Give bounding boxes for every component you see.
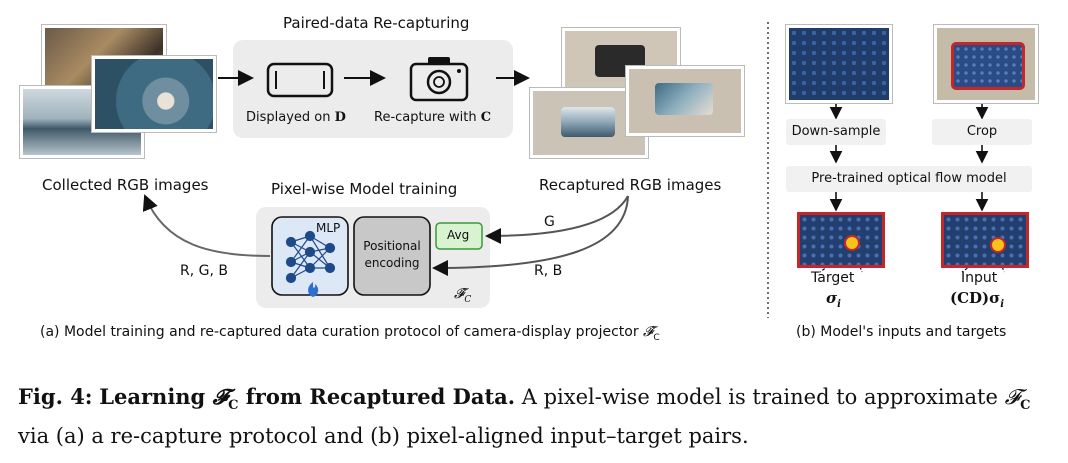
camera-icon (409, 57, 469, 102)
mlp-network-icon (285, 230, 336, 284)
sigma-target: σ (826, 289, 838, 307)
collected-images-label: Collected RGB images (42, 176, 209, 194)
cd-sigma: (CD)σ (950, 289, 1001, 307)
downsample-box: Down-sample (786, 119, 886, 145)
caption-sub: C (1020, 398, 1031, 414)
displayed-on-label: Displayed on D (246, 110, 346, 125)
arrow-rb-label: R, B (534, 263, 563, 279)
input-highlight-dot (990, 237, 1006, 253)
fc-symbol: 𝓕̂ (454, 286, 465, 302)
fig-title-pre: Learning (99, 384, 213, 409)
fig-label: Fig. 4: (18, 384, 93, 409)
target-symbol: σi (826, 289, 841, 310)
arrow-rb (432, 195, 629, 276)
symbol-d: D (334, 110, 346, 125)
flame-icon (308, 282, 319, 297)
input-image (941, 212, 1029, 268)
sigma-target-sub: i (837, 299, 841, 310)
phone-screen (655, 83, 713, 115)
crop-box: Crop (932, 119, 1032, 145)
recaptured-photo-3 (626, 66, 744, 136)
fig-title: Learning 𝓕C from Recaptured Data. (99, 384, 516, 413)
caption-text-2: via (a) a re-capture protocol and (b) pi… (18, 424, 749, 449)
target-label: Target (811, 270, 855, 286)
avg-box (435, 222, 483, 250)
panel-a-caption: (a) Model training and re-captured data … (40, 324, 660, 343)
panel-a-caption-text: (a) Model training and re-captured data … (40, 324, 644, 340)
recaptured-images-label: Recaptured RGB images (539, 176, 722, 194)
fig-title-symbol: 𝓕 (212, 384, 229, 409)
arrow-rgb-back (142, 194, 271, 257)
input-symbol: (CD)σi (950, 289, 1004, 310)
phone-screen (951, 42, 1025, 90)
fc-subscript: C (464, 294, 472, 305)
mlp-label: MLP (316, 221, 341, 235)
recaptured-photo-2 (530, 88, 648, 158)
avg-label: Avg (447, 228, 470, 242)
displayed-text: Displayed on (246, 110, 335, 125)
flow-model-box: Pre-trained optical flow model (786, 166, 1032, 192)
posenc-label: Positional encoding (363, 239, 421, 270)
training-title: Pixel-wise Model training (271, 180, 458, 198)
posenc-box (353, 216, 431, 296)
recapture-title: Paired-data Re-capturing (283, 14, 470, 32)
target-image (797, 212, 885, 268)
fig-title-post: from Recaptured Data. (238, 384, 516, 409)
caption-fc-symbol: 𝓕̂ (643, 324, 654, 340)
arrow-rgb-label: R, G, B (180, 263, 228, 279)
fc-label: 𝓕̂C (454, 286, 471, 305)
fig-title-sub: C (228, 398, 239, 414)
caption-symbol: 𝓕 (1004, 385, 1021, 409)
panel-b-caption: (b) Model's inputs and targets (796, 324, 1007, 340)
cd-sigma-sub: i (1000, 299, 1005, 310)
collected-photo-harbor (92, 56, 216, 132)
phone-screen (561, 107, 615, 137)
blueberry-source-image (786, 25, 892, 103)
recapture-with-label: Re-capture with C (374, 110, 491, 125)
target-highlight-dot (844, 235, 860, 251)
arrow-g-label: G (544, 214, 555, 230)
phone-icon (266, 62, 334, 98)
phone-recapture-image (934, 25, 1038, 103)
caption-fc-sub: C (653, 332, 660, 343)
caption-text-1: A pixel-wise model is trained to approxi… (515, 385, 1005, 409)
arrow-g (485, 195, 629, 244)
input-label: Input (961, 270, 998, 286)
symbol-c: C (480, 110, 492, 125)
recapture-text: Re-capture with (374, 110, 481, 125)
figure-caption: Fig. 4: Learning 𝓕C from Recaptured Data… (18, 382, 1058, 451)
